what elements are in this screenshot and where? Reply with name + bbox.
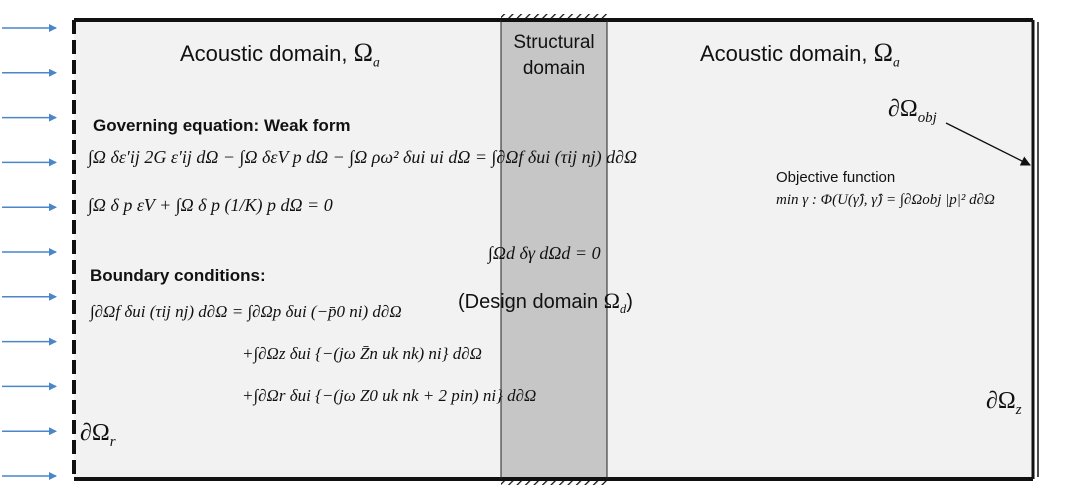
boundary-line1: ∫∂Ωf δui (τij nj) d∂Ω = ∫∂Ωp δui (−p̄0 n…: [90, 302, 402, 321]
right-domain-sub: a: [892, 54, 900, 70]
top-clamp-hatch: [501, 14, 607, 20]
design-label-pre: (Design domain: [458, 291, 599, 313]
boundary-label-z: ∂Ωz: [986, 388, 1022, 419]
right-domain-symbol: Ω: [873, 38, 893, 67]
bottom-clamp-hatch: [501, 479, 607, 485]
governing-heading: Governing equation: Weak form: [93, 116, 351, 135]
right-domain-title: Acoustic domain, Ωa: [700, 38, 900, 70]
design-label-symbol: Ω: [603, 288, 620, 313]
obj-sub: obj: [917, 109, 937, 126]
design-domain-eq: ∫Ωd δγ dΩd = 0: [488, 243, 601, 263]
design-label-post: ): [626, 291, 633, 313]
obj-symbol: ∂Ω: [888, 96, 918, 122]
left-domain-name: Acoustic domain,: [180, 41, 348, 66]
boundary-label-r: ∂Ωr: [80, 420, 116, 451]
design-label-sub: d: [620, 302, 627, 316]
left-domain-symbol: Ω: [353, 38, 373, 67]
z-symbol: ∂Ω: [986, 388, 1016, 414]
structural-line2: domain: [522, 58, 586, 79]
right-acoustic-region: [607, 20, 1033, 479]
incident-wave-arrows: [2, 24, 57, 480]
left-domain-title: Acoustic domain, Ωa: [180, 38, 380, 70]
objective-title: Objective function: [776, 169, 896, 186]
design-domain-label: (Design domain Ωd): [458, 288, 633, 317]
boundary-line2: +∫∂Ωz δui {−(jω Z̄n uk nk) ni} d∂Ω: [242, 344, 482, 363]
governing-eq1: ∫Ω δε′ij 2G ε′ij dΩ − ∫Ω δεV p dΩ − ∫Ω ρ…: [88, 147, 638, 167]
z-sub: z: [1015, 401, 1022, 418]
structural-domain-region: [501, 20, 607, 479]
structural-domain-label: Structural domain: [501, 30, 607, 82]
structural-line1: Structural: [513, 32, 595, 53]
right-domain-name: Acoustic domain,: [700, 41, 868, 66]
boundary-label-obj: ∂Ωobj: [888, 96, 937, 127]
governing-eq2: ∫Ω δ p εV + ∫Ω δ p (1/K) p dΩ = 0: [88, 195, 333, 215]
obj-boundary-pointer: [945, 122, 1031, 166]
objective-formula: min γ : Φ(U(γ̂), γ̂) = ∫∂Ωobj |p|² d∂Ω: [776, 192, 995, 208]
left-domain-sub: a: [372, 54, 380, 70]
left-acoustic-region: [74, 20, 501, 479]
r-symbol: ∂Ω: [80, 420, 110, 446]
r-sub: r: [109, 433, 116, 450]
boundary-heading: Boundary conditions:: [90, 266, 266, 285]
boundary-line3: +∫∂Ωr δui {−(jω Z0 uk nk + 2 pin) ni} d∂…: [242, 386, 537, 405]
